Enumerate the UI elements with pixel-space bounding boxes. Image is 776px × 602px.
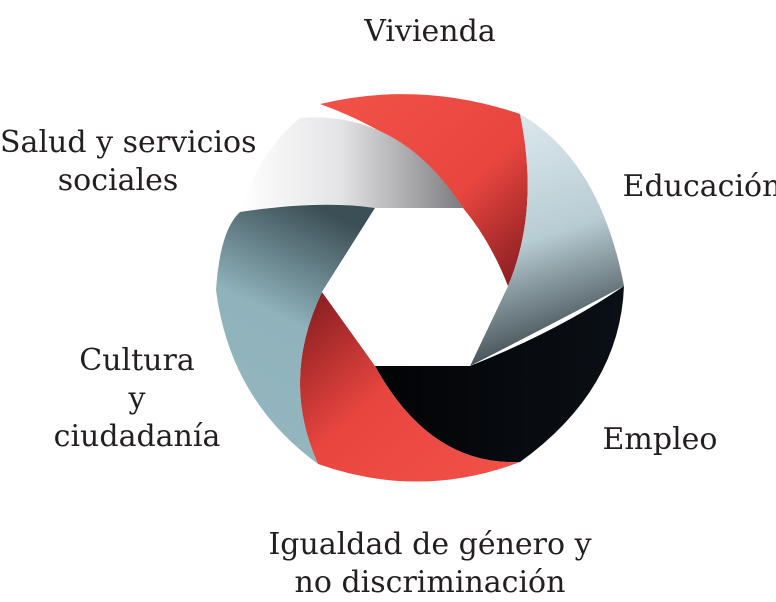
label-empleo: Empleo <box>602 422 718 457</box>
label-salud: Salud y servicios sociales <box>0 125 257 198</box>
label-igualdad: Igualdad de género y no discriminación <box>268 527 592 600</box>
segment-educacion <box>470 114 624 366</box>
segment-igualdad <box>299 292 520 482</box>
segment-cultura <box>216 204 375 465</box>
label-vivienda: Vivienda <box>364 14 496 49</box>
label-educacion: Educación <box>622 169 776 204</box>
segment-vivienda <box>320 94 528 286</box>
segment-empleo <box>375 286 624 463</box>
segment-salud <box>240 117 463 212</box>
label-cultura: Cultura y ciudadanía <box>53 343 221 454</box>
center-hexagon <box>322 208 508 366</box>
